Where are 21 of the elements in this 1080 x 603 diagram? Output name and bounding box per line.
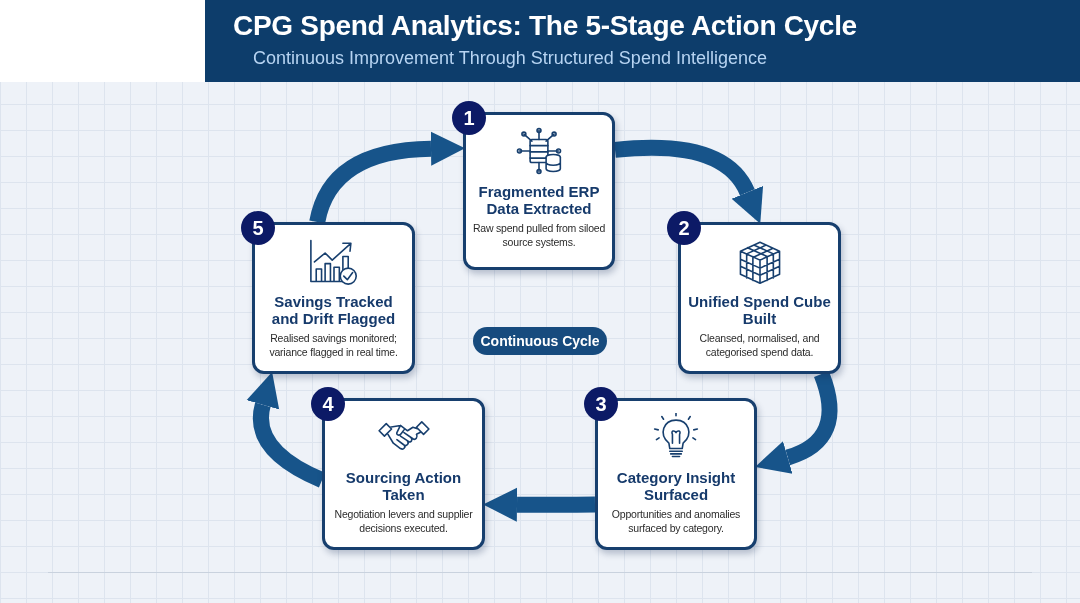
stage-heading: Category Insight Surfaced [615,469,737,503]
subtitle: Continuous Improvement Through Structured Spend Intelligence [253,48,767,69]
stage-description: Realised savings monitored; variance flagged in real time. [268,331,399,359]
step-number-badge: 3 [584,387,618,421]
stage-heading: Unified Spend Cube Built [687,293,832,327]
step-number-badge: 5 [241,211,275,245]
stage-description: Opportunities and anomalies surfaced by category. [610,507,742,535]
stage-description: Cleansed, normalised, and categorised spend data. [698,331,821,359]
curved-arrow [614,139,763,223]
stage-heading: Fragmented ERP Data Extracted [477,183,601,217]
stage-heading: Sourcing Action Taken [344,469,463,503]
curved-arrow [483,487,596,522]
step-number-badge: 2 [667,211,701,245]
step-number-badge: 4 [311,387,345,421]
stage-description: Negotiation levers and supplier decisions executed. [333,507,474,535]
step-number-badge: 1 [452,101,486,135]
cycle-label-pill: Continuous Cycle [473,327,607,355]
title: CPG Spend Analytics: The 5-Stage Action Cycle [233,10,857,42]
curved-arrow [309,131,465,224]
stage-description: Raw spend pulled from siloed source systems. [471,221,607,249]
stage-heading: Savings Tracked and Drift Flagged [270,293,397,327]
